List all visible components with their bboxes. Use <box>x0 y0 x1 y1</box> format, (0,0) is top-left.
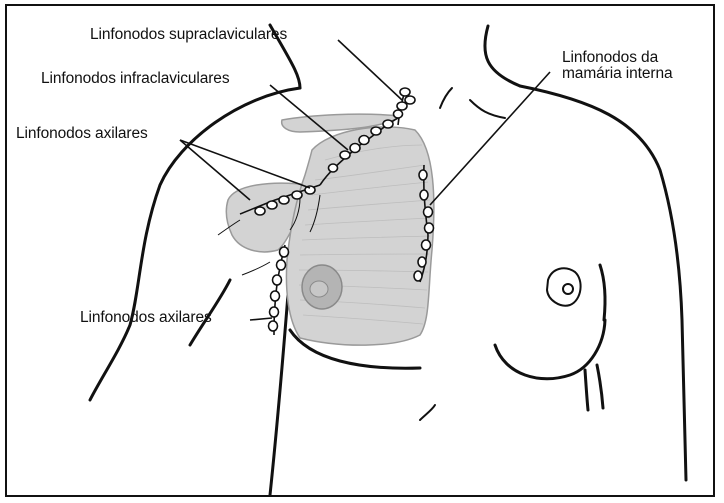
label-infraclavicular-nodes: Linfonodos infraclaviculares <box>41 71 229 87</box>
axillary-upper-leader-line-1 <box>180 140 250 200</box>
supraclavicular-leader-line <box>338 40 402 100</box>
label-axillary-nodes-lower: Linfonodos axilares <box>80 310 212 326</box>
label-axillary-nodes-upper: Linfonodos axilares <box>16 126 148 142</box>
right-nipple <box>547 268 581 305</box>
label-internal-mammary-nodes: Linfonodos da mamária interna <box>562 50 673 83</box>
label-supraclavicular-nodes: Linfonodos supraclaviculares <box>90 27 287 43</box>
axillary-upper-leader-line-2 <box>180 140 310 188</box>
label-internal-mammary-line2: mamária interna <box>562 66 673 82</box>
left-breast-region <box>286 127 433 345</box>
axillary-lower-leader-line <box>250 318 272 320</box>
label-internal-mammary-line1: Linfonodos da <box>562 50 673 66</box>
lower-axillary-nodes <box>242 245 289 335</box>
